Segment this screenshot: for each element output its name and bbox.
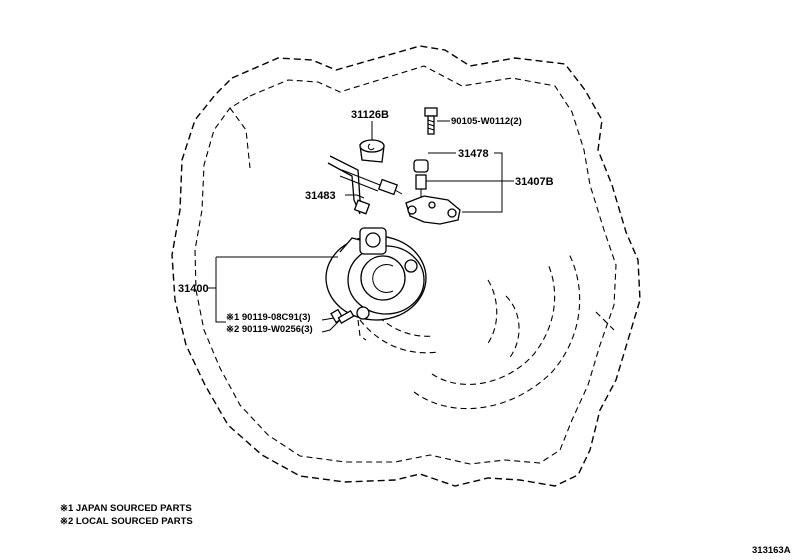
bolt-90105 (424, 107, 438, 135)
bolt-90119 (330, 308, 355, 324)
label-90119-japan: ※1 90119-08C91(3) (226, 312, 311, 323)
label-31478: 31478 (458, 148, 489, 160)
label-31407B: 31407B (515, 176, 554, 188)
leader-lines (207, 120, 514, 333)
note-japan-sourced: ※1 JAPAN SOURCED PARTS (60, 503, 192, 514)
label-31400: 31400 (178, 283, 209, 295)
hose-31483 (327, 155, 403, 215)
label-90119-local: ※2 90119-W0256(3) (226, 324, 313, 335)
release-cylinder-31400 (325, 227, 427, 341)
label-31126B: 31126B (351, 109, 389, 121)
label-90105: 90105-W0112(2) (451, 116, 522, 127)
transmission-housing (171, 45, 641, 487)
bracket-31407B (405, 159, 461, 225)
diagram-reference-code: 313163A (752, 545, 791, 556)
note-local-sourced: ※2 LOCAL SOURCED PARTS (60, 516, 193, 527)
boot-31126B (359, 139, 385, 163)
label-31483: 31483 (305, 190, 336, 202)
